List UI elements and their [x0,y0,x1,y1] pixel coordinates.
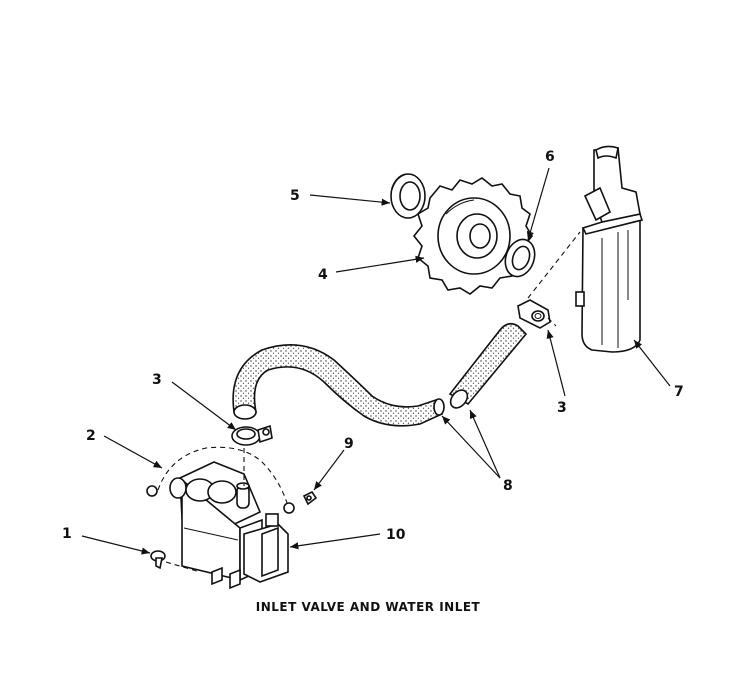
hose-clamp-part-3-lower [231,424,273,446]
callout-8: 8 [503,478,513,494]
leader-lines [81,167,671,555]
callout-2: 2 [86,428,96,444]
assembly-line-clamp [547,317,557,327]
ground-wire-part-2 [146,446,295,514]
callout-9: 9 [344,436,354,452]
diagram-title: INLET VALVE AND WATER INLET [256,600,481,614]
callout-10: 10 [386,527,406,543]
callout-7: 7 [674,384,684,400]
screw-part-1 [150,550,201,573]
water-inlet-part-7 [575,145,644,353]
callout-1: 1 [62,526,72,542]
washer-part-6 [504,238,536,278]
screw-part-9 [302,490,318,506]
callout-6: 6 [545,149,555,165]
assembly-line-inlet [527,231,581,299]
flange-part-4 [412,177,533,295]
inlet-hose-part-8 [232,322,528,427]
callout-5: 5 [290,188,300,204]
callout-4: 4 [318,267,328,283]
callout-3-upper: 3 [557,400,567,416]
seal-ring-part-5 [390,173,426,219]
callout-3-lower: 3 [152,372,162,388]
inlet-valve-part-10 [169,461,289,590]
hose-clamp-part-3-upper [517,299,551,329]
